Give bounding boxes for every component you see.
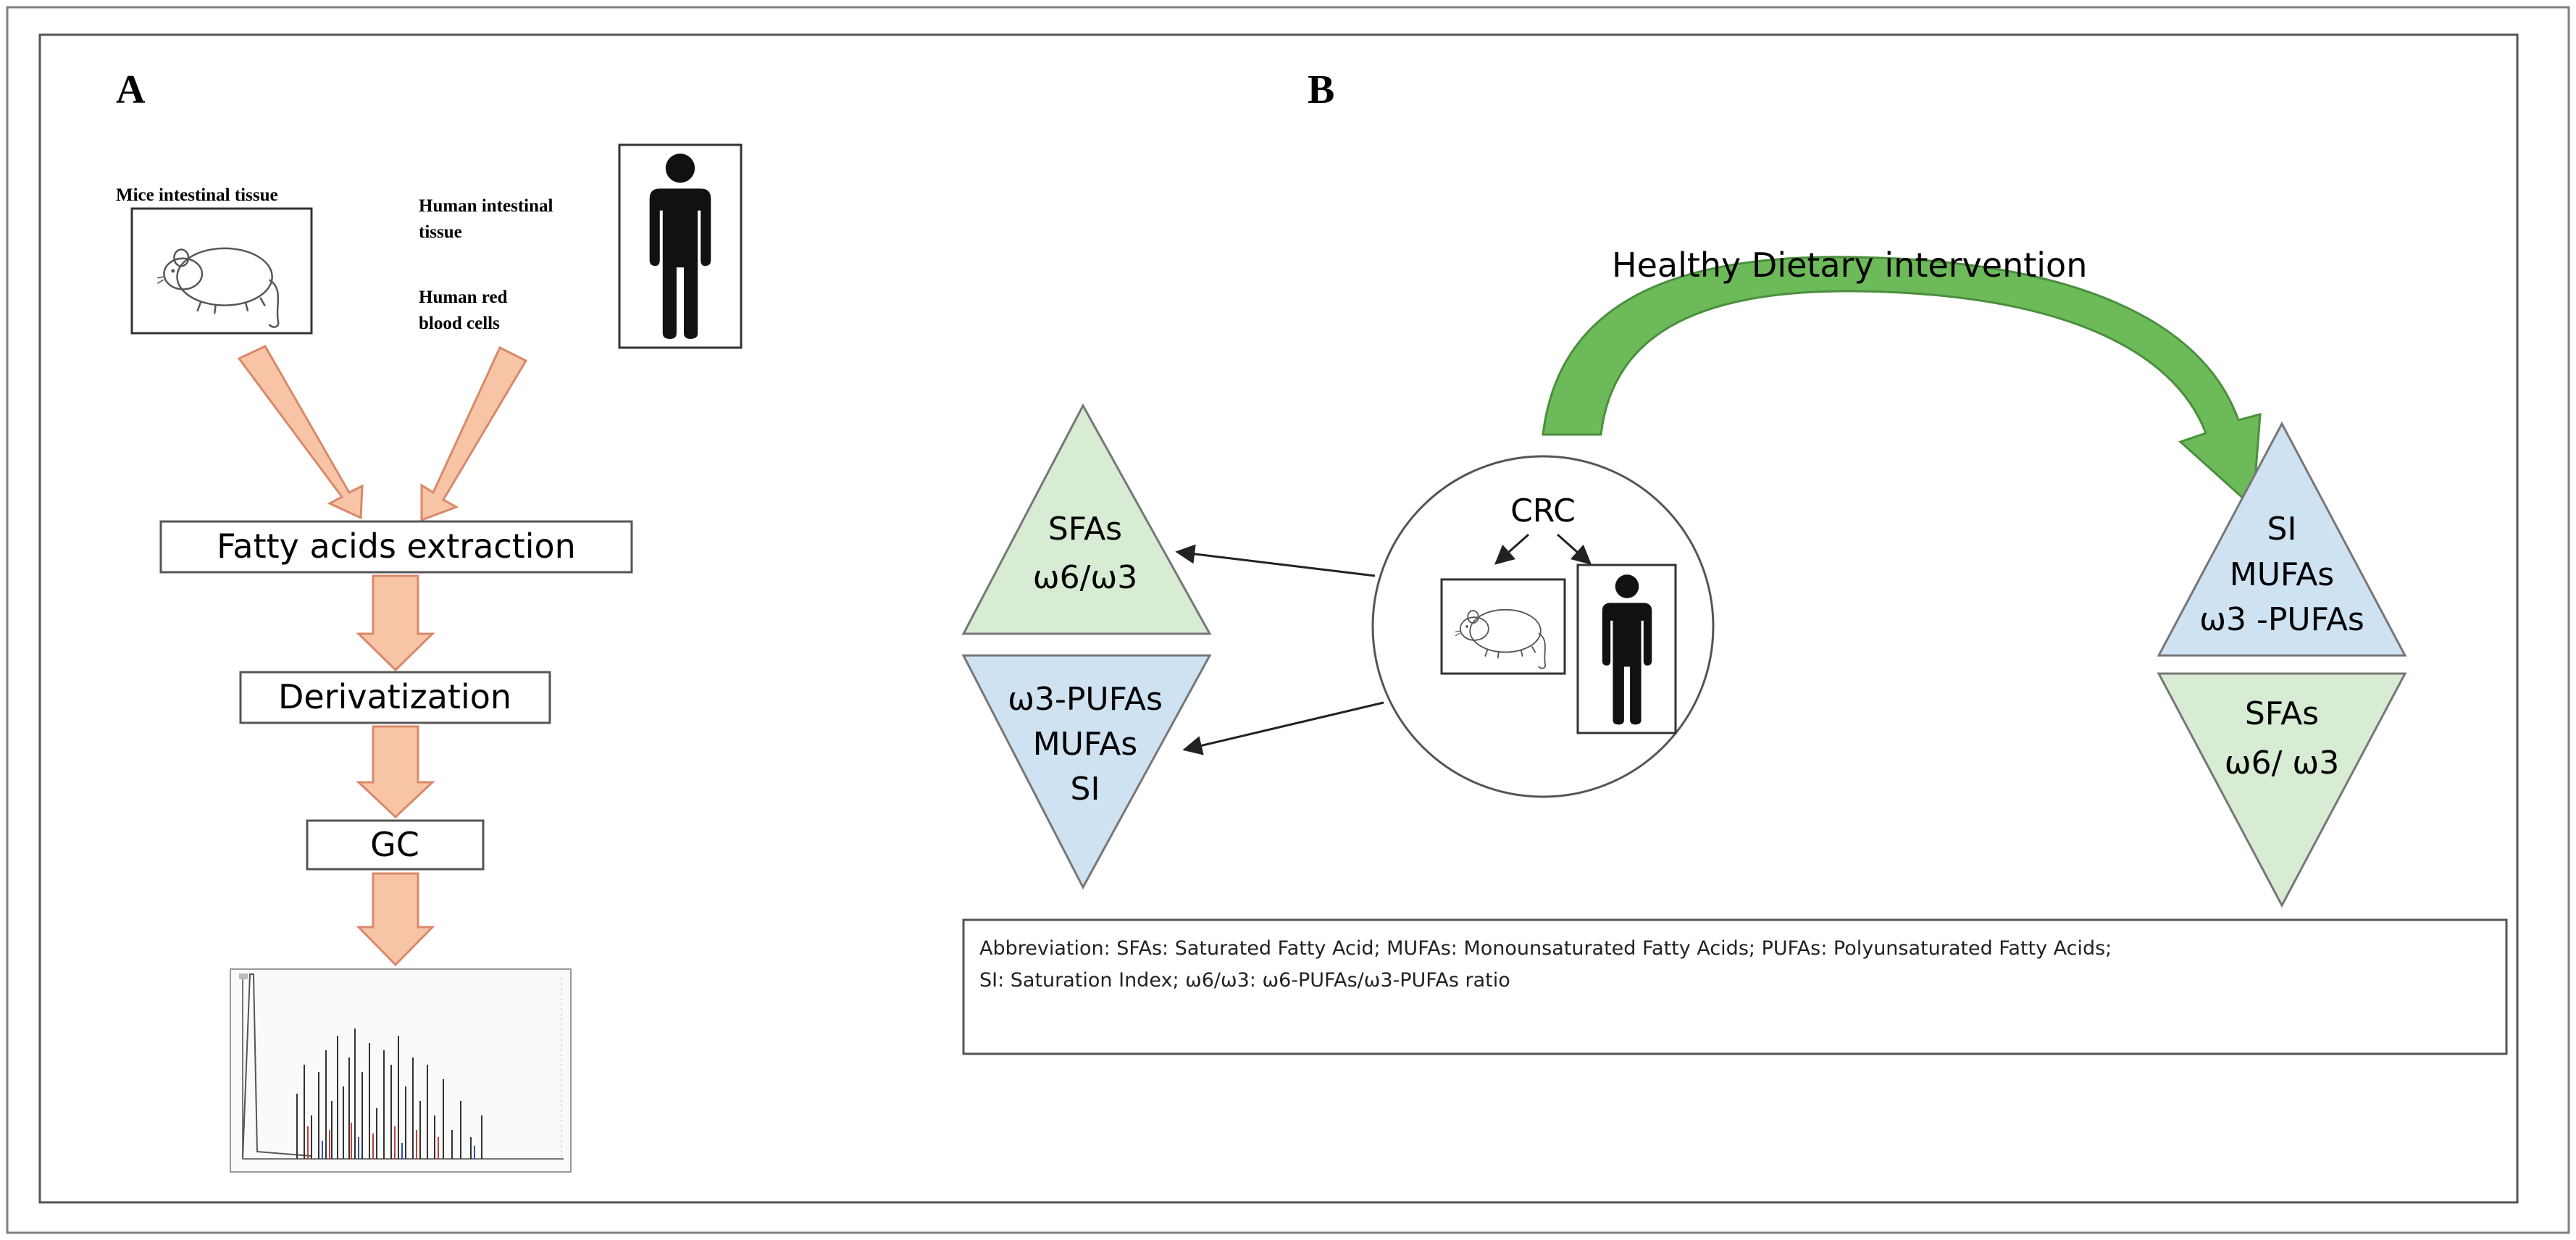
right-up-triangle [2157,421,2407,657]
abbreviation-line-2: SI: Saturation Index; ω6/ω3: ω6-PUFAs/ω3… [979,969,1510,992]
panel-a-label: A [116,67,146,112]
panel-b-label: B [1308,67,1334,112]
right-down-line1: SFAs [2245,695,2319,732]
extraction-step-label: Fatty acids extraction [217,527,576,566]
intervention-label: Healthy Dietary intervention [1612,246,2087,285]
gc-step-label: GC [370,825,419,864]
inner-frame [38,33,2519,1204]
right-up-line1: SI [2267,511,2297,548]
human-rbc-label-line2: blood cells [419,314,500,333]
down-arrow-1 [356,574,435,672]
crc-to-human-arrow [1557,533,1592,565]
human-silhouette-icon [618,143,743,349]
mice-to-extraction-arrow [237,345,364,520]
left-up-line2: ω6/ω3 [1033,559,1138,596]
crc-label: CRC [1510,493,1576,529]
left-down-line3: SI [1071,771,1100,808]
right-down-line2: ω6/ ω3 [2225,745,2340,782]
healthy-intervention-arrow [1542,256,2262,510]
right-down-triangle [2157,672,2407,908]
left-down-line2: MUFAs [1033,726,1137,763]
right-up-line3: ω3 -PUFAs [2199,601,2364,638]
crc-to-up-triangle-arrow [1175,544,1376,577]
mouse-icon [130,207,313,335]
derivatization-box [239,671,551,724]
left-up-line1: SFAs [1048,511,1122,548]
mice-tissue-label: Mice intestinal tissue [116,185,278,205]
right-up-line2: MUFAs [2230,556,2334,593]
extraction-box [159,520,633,574]
left-up-triangle [961,403,1212,635]
outer-frame [6,6,2570,1234]
gc-box [306,819,485,871]
chromatogram-icon [230,968,572,1173]
crc-to-down-triangle-arrow [1182,701,1384,755]
abbreviation-line-1: Abbreviation: SFAs: Saturated Fatty Acid… [979,937,2112,960]
crc-mouse-icon [1440,578,1566,675]
derivatization-step-label: Derivatization [278,677,511,716]
crc-to-mouse-arrow [1494,533,1529,565]
down-arrow-3 [356,872,435,967]
left-down-line1: ω3-PUFAs [1008,681,1163,718]
human-tissue-label-line1: Human intestinal [419,196,553,216]
left-down-triangle [961,654,1212,890]
human-rbc-label-line1: Human red [419,288,508,307]
down-arrow-2 [356,725,435,819]
human-to-extraction-arrow [420,345,528,522]
abbreviation-box [962,918,2508,1055]
abbreviation-text: Abbreviation: SFAs: Saturated Fatty Acid… [979,933,2493,997]
crc-human-icon [1576,564,1677,734]
human-tissue-label-line2: tissue [419,222,462,242]
